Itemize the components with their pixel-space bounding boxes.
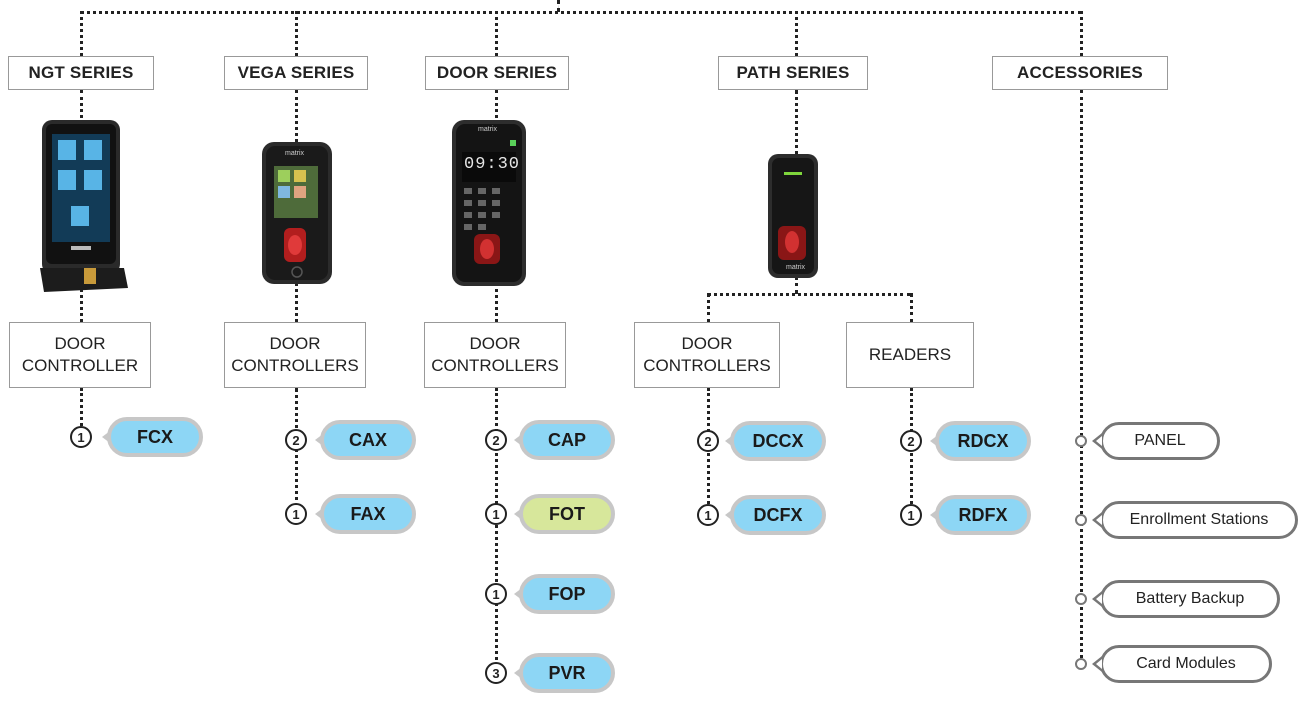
door-controller-line2: CONTROLLERS [431, 356, 559, 375]
door-model-count: 1 [485, 583, 507, 605]
accessory-enrollment-stations[interactable]: Enrollment Stations [1092, 501, 1298, 539]
ngt-model-line [80, 388, 83, 426]
ngt-door-controller-box[interactable]: DOOR CONTROLLER [9, 322, 151, 388]
ngt-controller-line2: CONTROLLER [21, 356, 139, 375]
path-controller-line2: CONTROLLERS [643, 356, 771, 375]
model-pill-dcfx[interactable]: DCFX [725, 495, 826, 535]
model-pill-fcx[interactable]: FCX [102, 417, 203, 457]
accessory-panel[interactable]: PANEL [1092, 422, 1220, 460]
ngt-drop-line [80, 11, 83, 56]
accessories-header[interactable]: ACCESSORIES [992, 56, 1168, 90]
accessory-battery-backup[interactable]: Battery Backup [1092, 580, 1280, 618]
ngt-device-image [40, 120, 128, 292]
path-split-line [707, 293, 911, 296]
vega-brand-label: matrix [285, 150, 305, 157]
ngt-controller-line1: DOOR [54, 334, 106, 353]
door-model-count: 2 [485, 429, 507, 451]
accessories-drop-line [1080, 11, 1083, 56]
root-connector [557, 0, 560, 12]
vega-drop-line [295, 11, 298, 56]
model-pill-fop[interactable]: FOP [514, 574, 615, 614]
model-pill-cap[interactable]: CAP [514, 420, 615, 460]
model-pill-fot[interactable]: FOT [514, 494, 615, 534]
model-pill-pvr[interactable]: PVR [514, 653, 615, 693]
path-readers-box[interactable]: READERS [846, 322, 974, 388]
path-drop-line [795, 11, 798, 56]
vega-series-header[interactable]: VEGA SERIES [224, 56, 368, 90]
path-brand-label: matrix [786, 264, 806, 271]
model-pill-rdfx[interactable]: RDFX [930, 495, 1031, 535]
path-series-header[interactable]: PATH SERIES [718, 56, 868, 90]
vega-door-controllers-box[interactable]: DOOR CONTROLLERS [224, 322, 366, 388]
path-device-image [768, 154, 818, 278]
vega-controller-line2: CONTROLLERS [231, 356, 359, 375]
vega-device-image [262, 142, 332, 284]
path-controllers-model-count: 1 [697, 504, 719, 526]
door-series-header[interactable]: DOOR SERIES [425, 56, 569, 90]
ngt-model-count: 1 [70, 426, 92, 448]
vega-controller-line1: DOOR [269, 334, 321, 353]
top-connector [80, 11, 1082, 14]
accessory-node-dot [1075, 593, 1087, 605]
model-pill-fax[interactable]: FAX [315, 494, 416, 534]
path-controllers-model-count: 2 [697, 430, 719, 452]
accessories-stem [1080, 90, 1083, 664]
door-model-count: 1 [485, 503, 507, 525]
path-readers-label: READERS [868, 345, 952, 364]
door-model-line [495, 388, 498, 672]
model-pill-rdcx[interactable]: RDCX [930, 421, 1031, 461]
model-pill-dccx[interactable]: DCCX [725, 421, 826, 461]
path-controller-line1: DOOR [681, 334, 733, 353]
vega-model-count: 1 [285, 503, 307, 525]
accessory-node-dot [1075, 658, 1087, 670]
path-readers-model-count: 2 [900, 430, 922, 452]
door-brand-label: matrix [478, 126, 498, 133]
accessory-node-dot [1075, 435, 1087, 447]
path-readers-stem [910, 293, 913, 323]
path-door-controllers-box[interactable]: DOOR CONTROLLERS [634, 322, 780, 388]
vega-model-count: 2 [285, 429, 307, 451]
accessory-card-modules[interactable]: Card Modules [1092, 645, 1272, 683]
accessory-node-dot [1075, 514, 1087, 526]
ngt-series-header[interactable]: NGT SERIES [8, 56, 154, 90]
door-clock-display: 09:30 [464, 155, 521, 174]
model-pill-cax[interactable]: CAX [315, 420, 416, 460]
door-drop-line [495, 11, 498, 56]
path-readers-model-count: 1 [900, 504, 922, 526]
path-controllers-stem [707, 293, 710, 323]
door-device-image [452, 120, 526, 286]
door-model-count: 3 [485, 662, 507, 684]
door-door-controllers-box[interactable]: DOOR CONTROLLERS [424, 322, 566, 388]
door-controller-line1: DOOR [469, 334, 521, 353]
